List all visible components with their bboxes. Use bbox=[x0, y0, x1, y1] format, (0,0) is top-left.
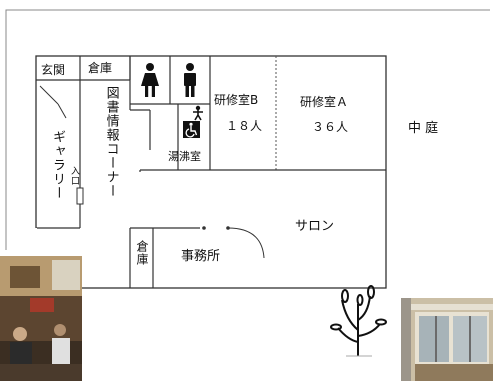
interior-photo-right bbox=[401, 298, 493, 381]
door-swing bbox=[227, 227, 265, 259]
courtyard-label: 中 庭 bbox=[408, 121, 439, 136]
study-b-capacity: １８人 bbox=[226, 119, 263, 133]
male-restroom-icon bbox=[179, 62, 201, 98]
building-outline bbox=[35, 55, 387, 289]
plant-icon bbox=[330, 285, 387, 356]
wheelchair-icon bbox=[183, 121, 200, 138]
baby-changing-icon bbox=[190, 105, 206, 121]
entry-door bbox=[76, 187, 84, 205]
interior-photo-left bbox=[0, 256, 82, 381]
kitchenette-label: 湯沸室 bbox=[168, 150, 201, 163]
entrance-label: 玄関 bbox=[41, 63, 66, 77]
salon-label: サロン bbox=[295, 219, 335, 234]
gallery-label: ギャラリー bbox=[50, 130, 65, 200]
study-a-capacity: ３６人 bbox=[312, 120, 349, 134]
storage-top-label: 倉庫 bbox=[88, 61, 113, 75]
office-label: 事務所 bbox=[181, 249, 221, 264]
entry-label: 入口 bbox=[69, 166, 79, 186]
study-a-label: 研修室Ａ bbox=[300, 95, 349, 109]
site-boundary bbox=[5, 9, 490, 250]
storage-bottom-label: 倉庫 bbox=[135, 240, 149, 266]
study-b-label: 研修室B bbox=[214, 93, 259, 107]
female-restroom-icon bbox=[139, 62, 161, 98]
library-corner-label: 図書情報コーナー bbox=[103, 86, 119, 198]
